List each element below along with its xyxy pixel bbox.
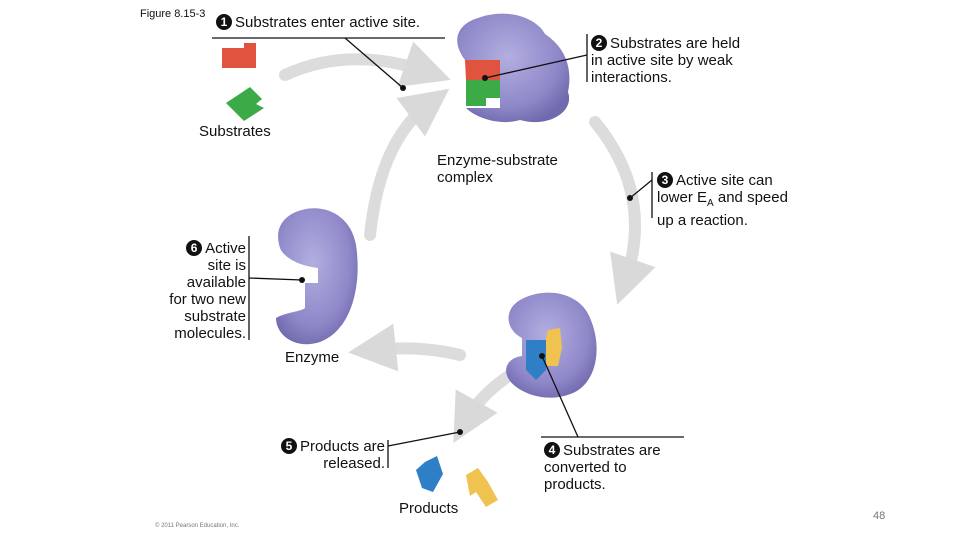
step-3-line-3: up a reaction. [657,212,748,229]
complex-label-line-1: Enzyme-substrate [437,152,558,169]
arrow-bottom-right [453,369,516,443]
step-3-line-2a: lower E [657,189,708,206]
step-3-subscript: A [707,198,714,209]
step-2-line-3: interactions. [591,69,672,86]
enzyme-molecule [276,208,358,345]
copyright-credit: © 2011 Pearson Education, Inc. [155,523,240,529]
arrow-top [279,41,451,87]
step-6-line-1: Active [205,240,246,257]
complex-label-line-2: complex [437,169,493,186]
arrow-bottom-left [348,323,466,372]
step-6-line-5: substrate [184,308,246,325]
step-6-line-2: site is [207,257,246,274]
step-5-line-2: released. [323,455,385,472]
enzyme-product-complex [506,292,597,398]
step-1-text: Substrates enter active site. [235,14,421,31]
product-yellow-molecule [466,468,498,507]
step-4-line-3: products. [544,476,606,493]
page-number: 48 [873,510,886,522]
step-6-line-3: available [186,274,246,291]
complex-label: Enzyme-substrate complex [437,152,558,186]
products-label: Products [399,500,459,517]
step-5-line-1: Products are [299,438,385,455]
step-1-badge: 1 [216,14,232,30]
enzyme-substrate-complex [457,13,570,123]
enzyme-label: Enzyme [285,349,340,366]
callout-lines [212,34,684,468]
arrow-right [589,116,656,305]
figure-label: Figure 8.15-3 [140,8,206,20]
step-2-badge: 2 [591,35,607,51]
cycle-arrows [279,41,656,443]
step-3-line-2b: and speed [717,189,788,206]
step-4-line-2: converted to [544,459,627,476]
step-5-badge: 5 [280,438,297,454]
step-4-badge: 4 [544,442,560,458]
step-4-line-1: Substrates are [563,442,661,459]
step-3-badge: 3 [657,172,673,188]
step-3-line-1: Active site can [676,172,773,189]
callout-dots [299,75,633,435]
substrate-red-molecule [222,43,256,68]
arrow-inner [364,88,450,241]
step-2-line-2: in active site by weak [591,52,733,69]
step-6-line-6: molecules. [174,325,246,342]
substrates-label: Substrates [199,123,271,140]
step-6-line-4: for two new [169,291,246,308]
substrate-green-molecule [226,87,264,121]
step-6-badge: 6 [186,240,203,256]
product-blue-molecule [416,456,443,492]
step-2-line-1: Substrates are held [610,35,741,52]
